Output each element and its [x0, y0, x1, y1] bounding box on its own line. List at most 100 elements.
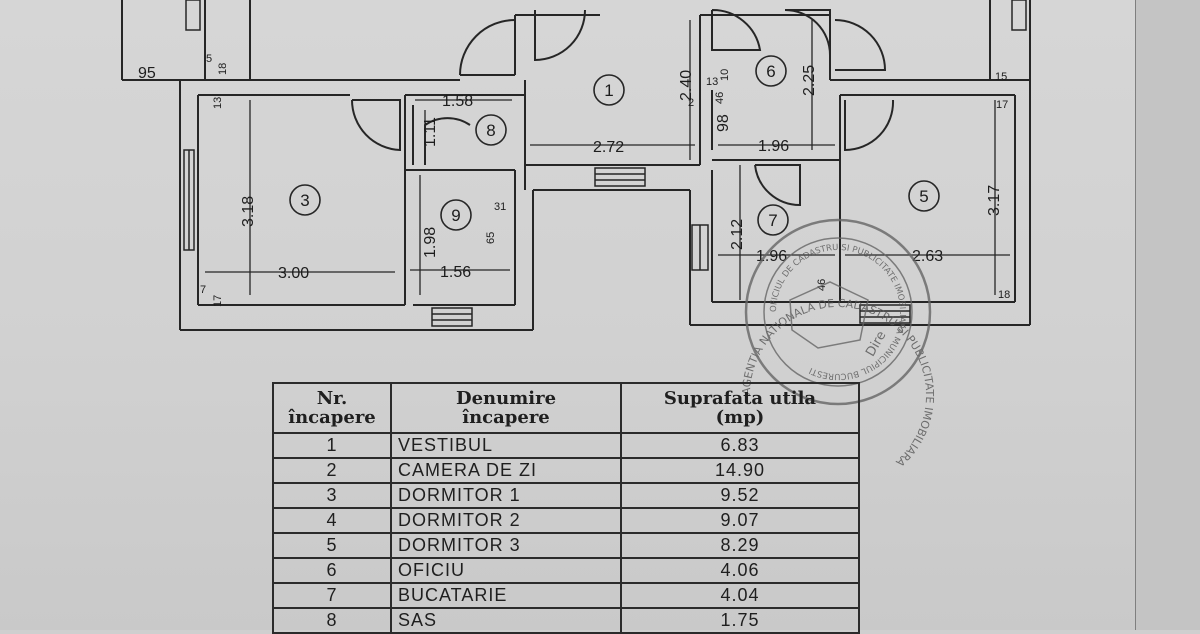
- cell-nr: 1: [272, 432, 392, 459]
- dim-label: 3.00: [278, 265, 309, 282]
- dim-label: 1.96: [758, 138, 789, 155]
- window: [594, 167, 646, 187]
- table-row: 5 DORMITOR 3 8.29: [272, 532, 860, 559]
- cell-name: VESTIBUL: [390, 432, 622, 459]
- cell-name: BUCATARIE: [390, 582, 622, 609]
- door: [834, 19, 887, 71]
- dim-label: 13: [212, 97, 224, 109]
- room-number: 3: [300, 191, 309, 210]
- room-marker-3: [289, 184, 321, 216]
- doors: [350, 8, 895, 207]
- dim-label: 17: [212, 295, 224, 307]
- dim-label: 1.11: [422, 117, 439, 147]
- door: [459, 19, 516, 76]
- dim-label: 2.72: [593, 139, 624, 156]
- room-marker-6: [755, 55, 787, 87]
- dim-label: 5: [206, 53, 212, 65]
- header-text: Suprafata utila: [663, 388, 817, 409]
- header-text: Denumire: [455, 388, 557, 409]
- dim-label: 3.18: [240, 196, 257, 227]
- room-area-table: Nr. încapere Denumire încapere Suprafata…: [272, 382, 860, 634]
- table-row: 8 SAS 1.75: [272, 607, 860, 634]
- dim-label: 46: [714, 92, 726, 104]
- cell-nr: 6: [272, 557, 392, 584]
- door: [534, 9, 586, 62]
- dim-label: 15: [995, 71, 1007, 83]
- header-room-name: Denumire încapere: [390, 382, 622, 434]
- dim-label: 1.96: [756, 248, 787, 265]
- cell-nr: 5: [272, 532, 392, 559]
- dim-label: 10: [719, 69, 731, 81]
- window: [431, 307, 473, 327]
- header-text: încapere: [288, 407, 376, 428]
- cell-area: 8.29: [620, 532, 860, 559]
- header-text: (mp): [715, 407, 765, 428]
- cell-name: CAMERA DE ZI: [390, 457, 622, 484]
- door: [711, 8, 762, 51]
- dim-label: 7: [200, 284, 206, 296]
- room-marker-1: [593, 74, 625, 106]
- window: [185, 0, 201, 31]
- table-row: 7 BUCATARIE 4.04: [272, 582, 860, 609]
- dimension-labels: 95 5 18 13 1.58 1.11 3.18 3.00 7 17 1.98…: [138, 53, 1010, 307]
- dim-label: 31: [494, 201, 506, 213]
- dim-label: 2.40: [678, 70, 695, 101]
- room-number: 9: [451, 206, 460, 225]
- room-marker-7: [757, 204, 789, 236]
- window: [859, 304, 911, 324]
- table-row: 4 DORMITOR 2 9.07: [272, 507, 860, 534]
- cell-nr: 8: [272, 607, 392, 634]
- cell-area: 1.75: [620, 607, 860, 634]
- door: [424, 117, 471, 165]
- cell-area: 6.83: [620, 432, 860, 459]
- room-marker-9: [440, 199, 472, 231]
- door: [754, 164, 801, 207]
- dim-label: 13: [706, 76, 718, 88]
- table-header-row: Nr. încapere Denumire încapere Suprafata…: [272, 382, 860, 434]
- room-number: 1: [604, 81, 613, 100]
- room-number: 8: [486, 121, 495, 140]
- table-row: 6 OFICIU 4.06: [272, 557, 860, 584]
- dim-label: 95: [138, 65, 156, 82]
- cell-area: 14.90: [620, 457, 860, 484]
- dim-label: 2: [688, 97, 694, 109]
- cell-area: 4.04: [620, 582, 860, 609]
- cell-nr: 2: [272, 457, 392, 484]
- dim-label: 17: [996, 99, 1008, 111]
- table-row: 2 CAMERA DE ZI 14.90: [272, 457, 860, 484]
- cell-nr: 3: [272, 482, 392, 509]
- table-row: 1 VESTIBUL 6.83: [272, 432, 860, 459]
- door: [350, 99, 401, 152]
- header-text: încapere: [462, 407, 550, 428]
- stamp-emblem: [789, 281, 869, 349]
- room-number: 5: [919, 187, 928, 206]
- cell-name: SAS: [390, 607, 622, 634]
- header-text: Nr.: [316, 388, 348, 409]
- cell-area: 4.06: [620, 557, 860, 584]
- dim-label: 18: [998, 289, 1010, 301]
- cell-name: DORMITOR 1: [390, 482, 622, 509]
- dim-label: 2.63: [912, 248, 943, 265]
- room-numbers: 1 3 5 6 7 8 9: [300, 62, 928, 230]
- cell-name: OFICIU: [390, 557, 622, 584]
- door: [784, 9, 831, 56]
- cell-nr: 7: [272, 582, 392, 609]
- dim-label: 1.98: [422, 227, 439, 258]
- paper-edge: [1135, 0, 1200, 630]
- cell-area: 9.52: [620, 482, 860, 509]
- cell-name: DORMITOR 2: [390, 507, 622, 534]
- windows: [183, 0, 1027, 327]
- header-room-number: Nr. încapere: [272, 382, 392, 434]
- cell-name: DORMITOR 3: [390, 532, 622, 559]
- room-marker-8: [475, 114, 507, 146]
- dim-label: 1.56: [440, 264, 471, 281]
- header-usable-area: Suprafata utila (mp): [620, 382, 860, 434]
- dim-label: 65: [485, 232, 497, 244]
- room-marker-5: [908, 180, 940, 212]
- door: [844, 99, 895, 152]
- dim-label: 3.17: [986, 185, 1003, 216]
- cell-nr: 4: [272, 507, 392, 534]
- room-number: 6: [766, 62, 775, 81]
- dim-label: 18: [217, 63, 229, 75]
- window: [1011, 0, 1027, 31]
